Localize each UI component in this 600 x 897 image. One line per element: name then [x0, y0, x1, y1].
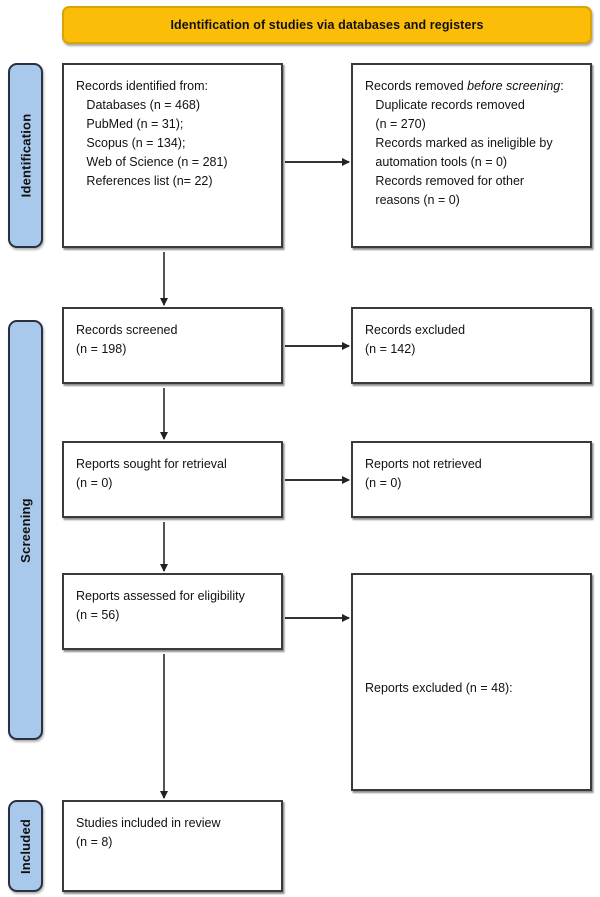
records-removed-line-4: Records removed for other	[375, 174, 525, 188]
stage-label-screening: Screening	[8, 320, 43, 740]
records-removed-line-3: automation tools (n = 0)	[375, 155, 508, 169]
box-records-screened-text: Records screened (n = 198)	[76, 321, 271, 359]
box-reports-not-retrieved: Reports not retrieved (n = 0)	[351, 441, 592, 518]
records-identified-line-4: References list (n= 22)	[86, 174, 213, 188]
box-reports-not-retrieved-text: Reports not retrieved (n = 0)	[365, 455, 580, 493]
records-removed-line-5: reasons (n = 0)	[375, 193, 460, 207]
box-studies-included-text: Studies included in review (n = 8)	[76, 814, 271, 852]
arrow-sought-to-not-retrieved	[285, 476, 350, 483]
header-banner: Identification of studies via databases …	[62, 6, 592, 44]
arrow-assessed-to-included	[160, 654, 167, 799]
box-records-excluded: Records excluded (n = 142)	[351, 307, 592, 384]
box-records-removed: Records removed before screening: Duplic…	[351, 63, 592, 248]
header-banner-title: Identification of studies via databases …	[170, 18, 484, 32]
box-records-removed-text: Records removed before screening: Duplic…	[365, 77, 580, 210]
records-identified-line-3: Web of Science (n = 281)	[86, 155, 228, 169]
stage-label-identification-text: Identification	[18, 113, 34, 198]
arrow-screened-to-sought	[160, 388, 167, 440]
box-studies-included: Studies included in review (n = 8)	[62, 800, 283, 892]
arrow-sought-to-assessed	[160, 522, 167, 572]
records-removed-heading-before: Records removed	[365, 79, 468, 93]
studies-included-label: Studies included in review	[76, 816, 221, 830]
records-screened-count: (n = 198)	[76, 342, 127, 356]
records-identified-line-0: Databases (n = 468)	[86, 98, 201, 112]
stage-label-screening-text: Screening	[18, 497, 33, 563]
box-records-identified-text: Records identified from: Databases (n = …	[76, 77, 271, 191]
reports-not-retrieved-label: Reports not retrieved	[365, 457, 482, 471]
records-excluded-label: Records excluded	[365, 323, 466, 337]
box-reports-assessed: Reports assessed for eligibility (n = 56…	[62, 573, 283, 650]
stage-label-included-text: Included	[18, 818, 33, 874]
box-reports-excluded-detail: Reports excluded (n = 48):	[351, 573, 592, 791]
box-reports-assessed-text: Reports assessed for eligibility (n = 56…	[76, 587, 271, 625]
box-records-excluded-text: Records excluded (n = 142)	[365, 321, 580, 359]
arrow-identified-to-removed	[285, 158, 350, 165]
records-excluded-count: (n = 142)	[365, 342, 416, 356]
reports-not-retrieved-count: (n = 0)	[365, 476, 402, 490]
records-identified-line-1: PubMed (n = 31);	[86, 117, 184, 131]
records-removed-line-0: Duplicate records removed	[375, 98, 525, 112]
box-reports-sought-text: Reports sought for retrieval (n = 0)	[76, 455, 271, 493]
records-identified-line-2: Scopus (n = 134);	[86, 136, 186, 150]
records-removed-line-2: Records marked as ineligible by	[375, 136, 553, 150]
records-removed-heading-italic: before screening	[467, 79, 561, 93]
reports-assessed-label: Reports assessed for eligibility	[76, 589, 245, 603]
reports-assessed-count: (n = 56)	[76, 608, 120, 622]
arrow-identified-to-screened	[160, 252, 167, 306]
stage-label-identification: Identification	[8, 63, 43, 248]
box-reports-excluded-detail-text: Reports excluded (n = 48):	[365, 681, 513, 695]
arrow-assessed-to-reports-excluded	[285, 614, 350, 621]
reports-sought-count: (n = 0)	[76, 476, 113, 490]
box-reports-sought: Reports sought for retrieval (n = 0)	[62, 441, 283, 518]
studies-included-count: (n = 8)	[76, 835, 113, 849]
records-identified-heading: Records identified from:	[76, 79, 209, 93]
records-screened-label: Records screened	[76, 323, 178, 337]
records-removed-line-1: (n = 270)	[375, 117, 426, 131]
reports-sought-label: Reports sought for retrieval	[76, 457, 227, 471]
arrow-screened-to-excluded	[285, 342, 350, 349]
stage-label-included: Included	[8, 800, 43, 892]
box-records-screened: Records screened (n = 198)	[62, 307, 283, 384]
box-records-identified: Records identified from: Databases (n = …	[62, 63, 283, 248]
records-removed-heading-after: :	[560, 79, 564, 93]
